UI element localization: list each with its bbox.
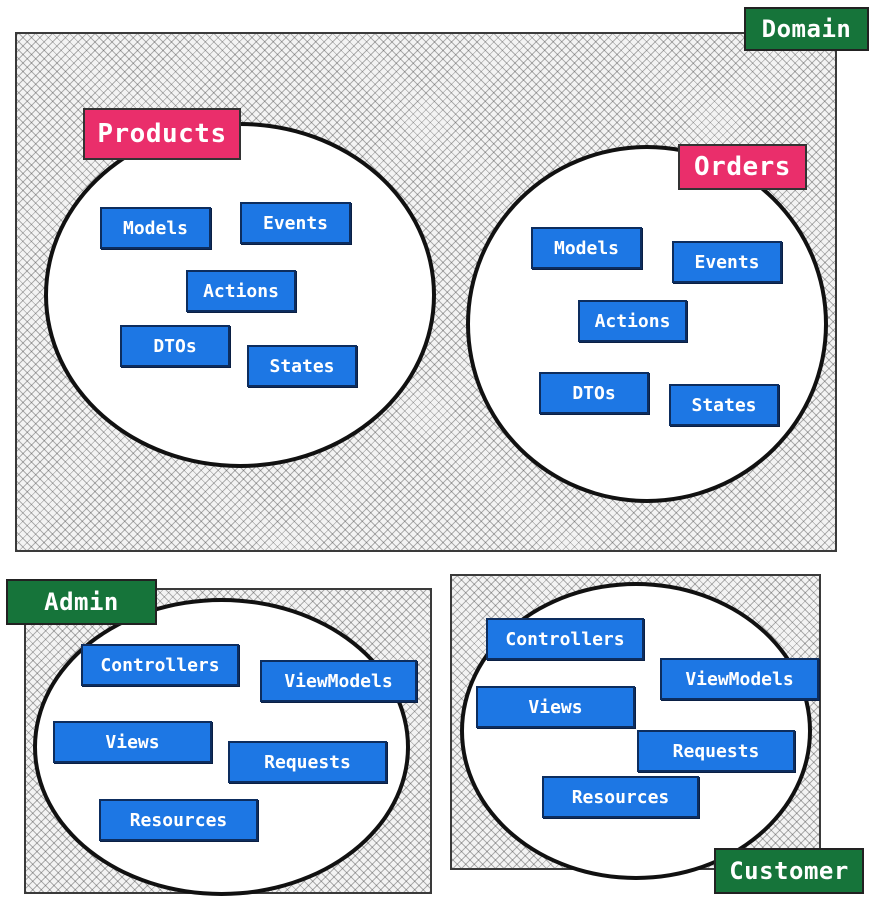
orders-actions-box: Actions bbox=[578, 300, 687, 342]
orders-events-box: Events bbox=[672, 241, 782, 283]
products-actions-box: Actions bbox=[186, 270, 296, 312]
admin-requests-box: Requests bbox=[228, 741, 387, 783]
products-states-box: States bbox=[247, 345, 357, 387]
products-events-box: Events bbox=[240, 202, 351, 244]
customer-label: Customer bbox=[714, 848, 864, 894]
customer-requests-box: Requests bbox=[637, 730, 795, 772]
products-dtos-box: DTOs bbox=[120, 325, 230, 367]
admin-views-box: Views bbox=[53, 721, 212, 763]
orders-models-box: Models bbox=[531, 227, 642, 269]
orders-states-box: States bbox=[669, 384, 779, 426]
products-label: Products bbox=[83, 108, 241, 160]
admin-viewmodels-box: ViewModels bbox=[260, 660, 417, 702]
customer-controllers-box: Controllers bbox=[486, 618, 644, 660]
admin-resources-box: Resources bbox=[99, 799, 258, 841]
domain-label: Domain bbox=[744, 7, 869, 51]
customer-resources-box: Resources bbox=[542, 776, 699, 818]
products-models-box: Models bbox=[100, 207, 211, 249]
customer-views-box: Views bbox=[476, 686, 635, 728]
orders-label: Orders bbox=[678, 144, 807, 190]
customer-viewmodels-box: ViewModels bbox=[660, 658, 819, 700]
admin-label: Admin bbox=[6, 579, 157, 625]
admin-controllers-box: Controllers bbox=[81, 644, 239, 686]
orders-dtos-box: DTOs bbox=[539, 372, 649, 414]
